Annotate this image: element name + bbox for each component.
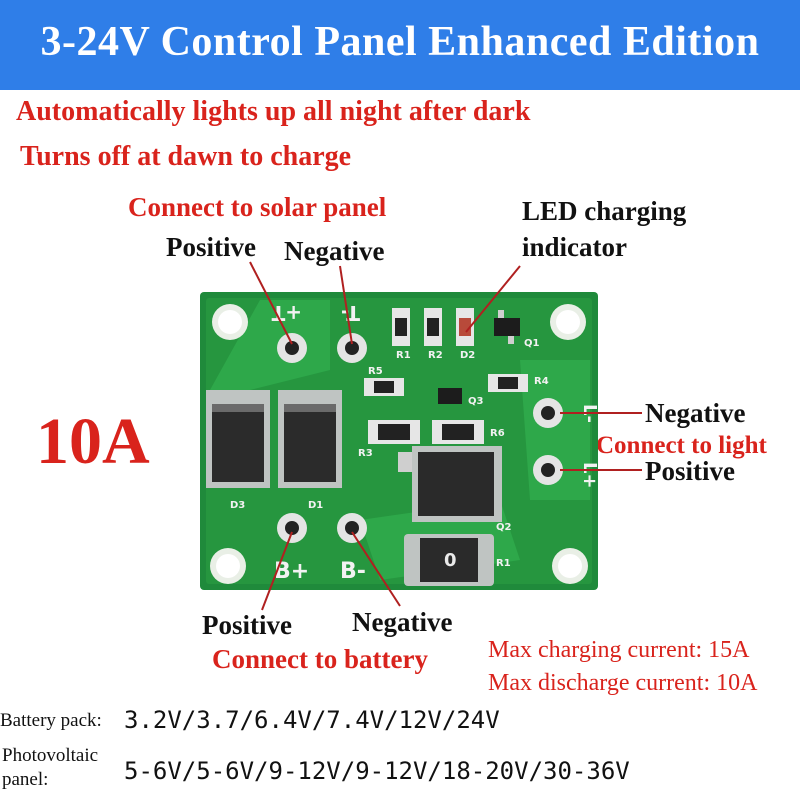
ref-r2: R2 (428, 350, 443, 361)
solar-negative-pad (337, 333, 367, 363)
solar-positive-label: Positive (166, 232, 256, 262)
max-charge-spec: Max charging current: 15A (488, 637, 750, 663)
ref-r3: R3 (358, 448, 373, 459)
ref-q1: Q1 (524, 338, 540, 349)
solar-heading: Connect to solar panel (128, 192, 387, 222)
pv-panel-label-line1: Photovoltaic (2, 745, 99, 766)
trace-top-left (210, 300, 330, 390)
resistor-r2 (424, 308, 442, 346)
max-discharge-spec: Max discharge current: 10A (488, 670, 758, 696)
pointer-battery-negative (351, 531, 401, 607)
diode-d1 (278, 390, 342, 488)
mounting-hole-br (552, 548, 588, 584)
mounting-hole-bl (210, 548, 246, 584)
light-positive-label: Positive (645, 456, 735, 486)
ref-q3: Q3 (468, 396, 484, 407)
battery-negative-pad (337, 513, 367, 543)
mounting-hole-tr (550, 304, 586, 340)
battery-heading: Connect to battery (212, 644, 428, 674)
light-heading: Connect to light (596, 432, 767, 459)
feature-line-1: Automatically lights up all night after … (16, 96, 531, 127)
resistor-r5 (364, 378, 404, 396)
shunt-resistor-r1 (404, 534, 494, 586)
light-negative-label: Negative (645, 398, 746, 428)
diode-d3 (206, 390, 270, 488)
silk-l-plus: L+ (579, 462, 600, 489)
battery-negative-label: Negative (352, 607, 453, 637)
led-indicator-label-line1: LED charging (522, 196, 687, 226)
battery-positive-pad (277, 513, 307, 543)
ref-r4: R4 (534, 376, 549, 387)
page-title: 3-24V Control Panel Enhanced Edition (40, 19, 760, 65)
battery-pack-label: Battery pack: (0, 710, 102, 731)
light-positive-pad (533, 455, 563, 485)
ref-q2: Q2 (496, 522, 512, 533)
resistor-r6 (432, 420, 484, 444)
pointer-solar-negative (339, 265, 353, 345)
pointer-solar-positive (249, 261, 293, 345)
current-rating: 10A (36, 405, 150, 478)
ref-r1b: R1 (496, 558, 511, 569)
silk-t-minus: T- (341, 301, 360, 325)
battery-positive-label: Positive (202, 610, 292, 640)
silk-b-minus: B- (340, 559, 366, 584)
ref-r1: R1 (396, 350, 411, 361)
transistor-q1 (494, 310, 520, 344)
transistor-q3 (438, 388, 462, 404)
ref-r6: R6 (490, 428, 505, 439)
led-d2 (456, 308, 474, 346)
light-negative-pad (533, 398, 563, 428)
feature-line-2: Turns off at dawn to charge (20, 141, 352, 172)
solar-positive-pad (277, 333, 307, 363)
ref-r5: R5 (368, 366, 383, 377)
resistor-r4 (488, 374, 528, 392)
ref-d3: D3 (230, 500, 245, 511)
ref-d1: D1 (308, 500, 323, 511)
resistor-r1 (392, 308, 410, 346)
solar-negative-label: Negative (284, 236, 385, 266)
header-banner: 3-24V Control Panel Enhanced Edition (0, 0, 800, 90)
pointer-battery-positive (261, 531, 293, 611)
pv-panel-label-line2: panel: (2, 769, 49, 790)
mounting-hole-tl (212, 304, 248, 340)
ref-d2: D2 (460, 350, 475, 361)
shunt-mark: 0 (444, 550, 457, 571)
led-indicator-label-line2: indicator (522, 232, 627, 262)
pointer-led-indicator (465, 265, 521, 333)
pv-panel-values: 5-6V/5-6V/9-12V/9-12V/18-20V/30-36V (124, 757, 630, 785)
resistor-r3 (368, 420, 420, 444)
battery-pack-values: 3.2V/3.7/6.4V/7.4V/12V/24V (124, 706, 500, 734)
mosfet-q2 (398, 446, 502, 522)
